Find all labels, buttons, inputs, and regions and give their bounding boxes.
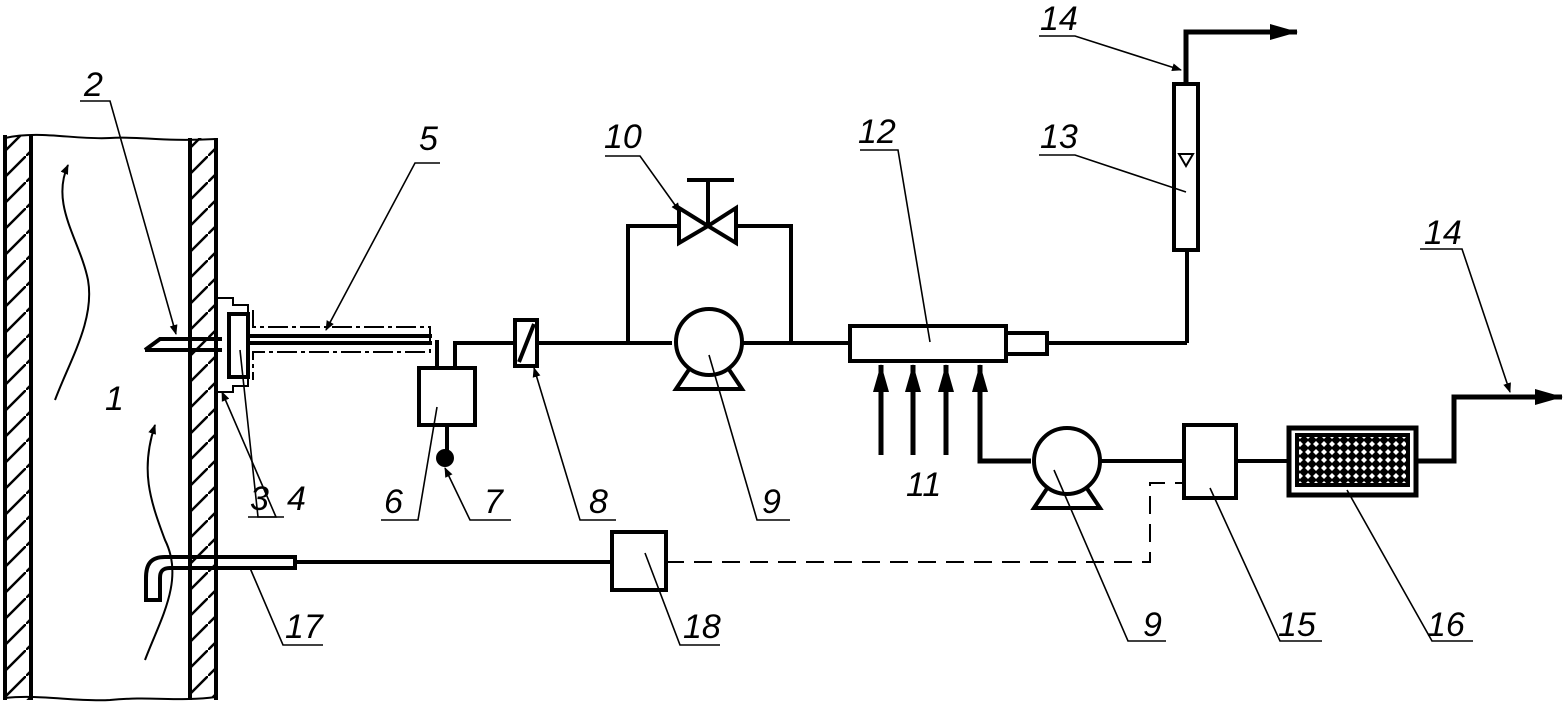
duct-wall-right xyxy=(190,138,216,698)
label-9-pump1: 9 xyxy=(762,483,781,521)
duct xyxy=(3,133,218,702)
heated-line-jacket xyxy=(252,310,431,380)
duct-break-bottom xyxy=(4,695,217,702)
label-17: 17 xyxy=(285,608,324,646)
return-section xyxy=(1030,389,1563,510)
duct-break-top xyxy=(4,133,217,141)
bypass-valve xyxy=(677,204,738,247)
rotameter-section xyxy=(1172,24,1298,343)
labels: 1 2 3 4 5 6 7 8 9 10 11 12 13 14 14 15 1… xyxy=(83,0,1465,646)
dilution-section xyxy=(848,324,1187,464)
label-6: 6 xyxy=(384,483,403,521)
flow-arrow-2 xyxy=(144,424,174,661)
pump-bypass xyxy=(626,178,848,391)
label-8: 8 xyxy=(589,483,608,521)
label-1: 1 xyxy=(105,380,124,418)
label-13: 13 xyxy=(1040,118,1078,156)
label-5: 5 xyxy=(419,120,438,158)
flow-arrow-1 xyxy=(54,164,91,401)
measurement-section xyxy=(144,482,1184,602)
sampling-probe xyxy=(143,337,222,352)
label-15: 15 xyxy=(1278,606,1316,644)
adsorber-bed xyxy=(1295,433,1410,487)
condensate-separator xyxy=(417,366,477,427)
label-4: 4 xyxy=(287,480,306,518)
pump-1 xyxy=(674,307,744,377)
label-9-pump2: 9 xyxy=(1143,606,1162,644)
label-10: 10 xyxy=(604,118,642,156)
pump-2 xyxy=(1032,426,1102,496)
label-18: 18 xyxy=(683,608,721,646)
flow-controller xyxy=(1182,423,1238,500)
separator-section xyxy=(417,318,672,467)
duct-wall-left xyxy=(4,135,30,700)
label-2: 2 xyxy=(83,66,103,104)
leader-lines xyxy=(80,35,1511,646)
label-16: 16 xyxy=(1427,606,1465,644)
label-7: 7 xyxy=(484,483,504,521)
probe-filter xyxy=(227,312,250,379)
label-3: 3 xyxy=(250,480,269,518)
exhaust-1 xyxy=(1183,24,1298,84)
exhaust-2 xyxy=(1416,389,1563,464)
flow-meter xyxy=(610,530,668,592)
probe-assembly xyxy=(143,297,432,393)
pitot-tube xyxy=(144,555,297,602)
signal-line xyxy=(666,482,1184,563)
label-14-right: 14 xyxy=(1424,214,1462,252)
dilution-inlets xyxy=(873,364,1031,464)
label-14-top: 14 xyxy=(1040,0,1078,38)
label-12: 12 xyxy=(858,113,896,151)
label-11: 11 xyxy=(906,466,941,504)
condensate-drain xyxy=(436,449,454,467)
